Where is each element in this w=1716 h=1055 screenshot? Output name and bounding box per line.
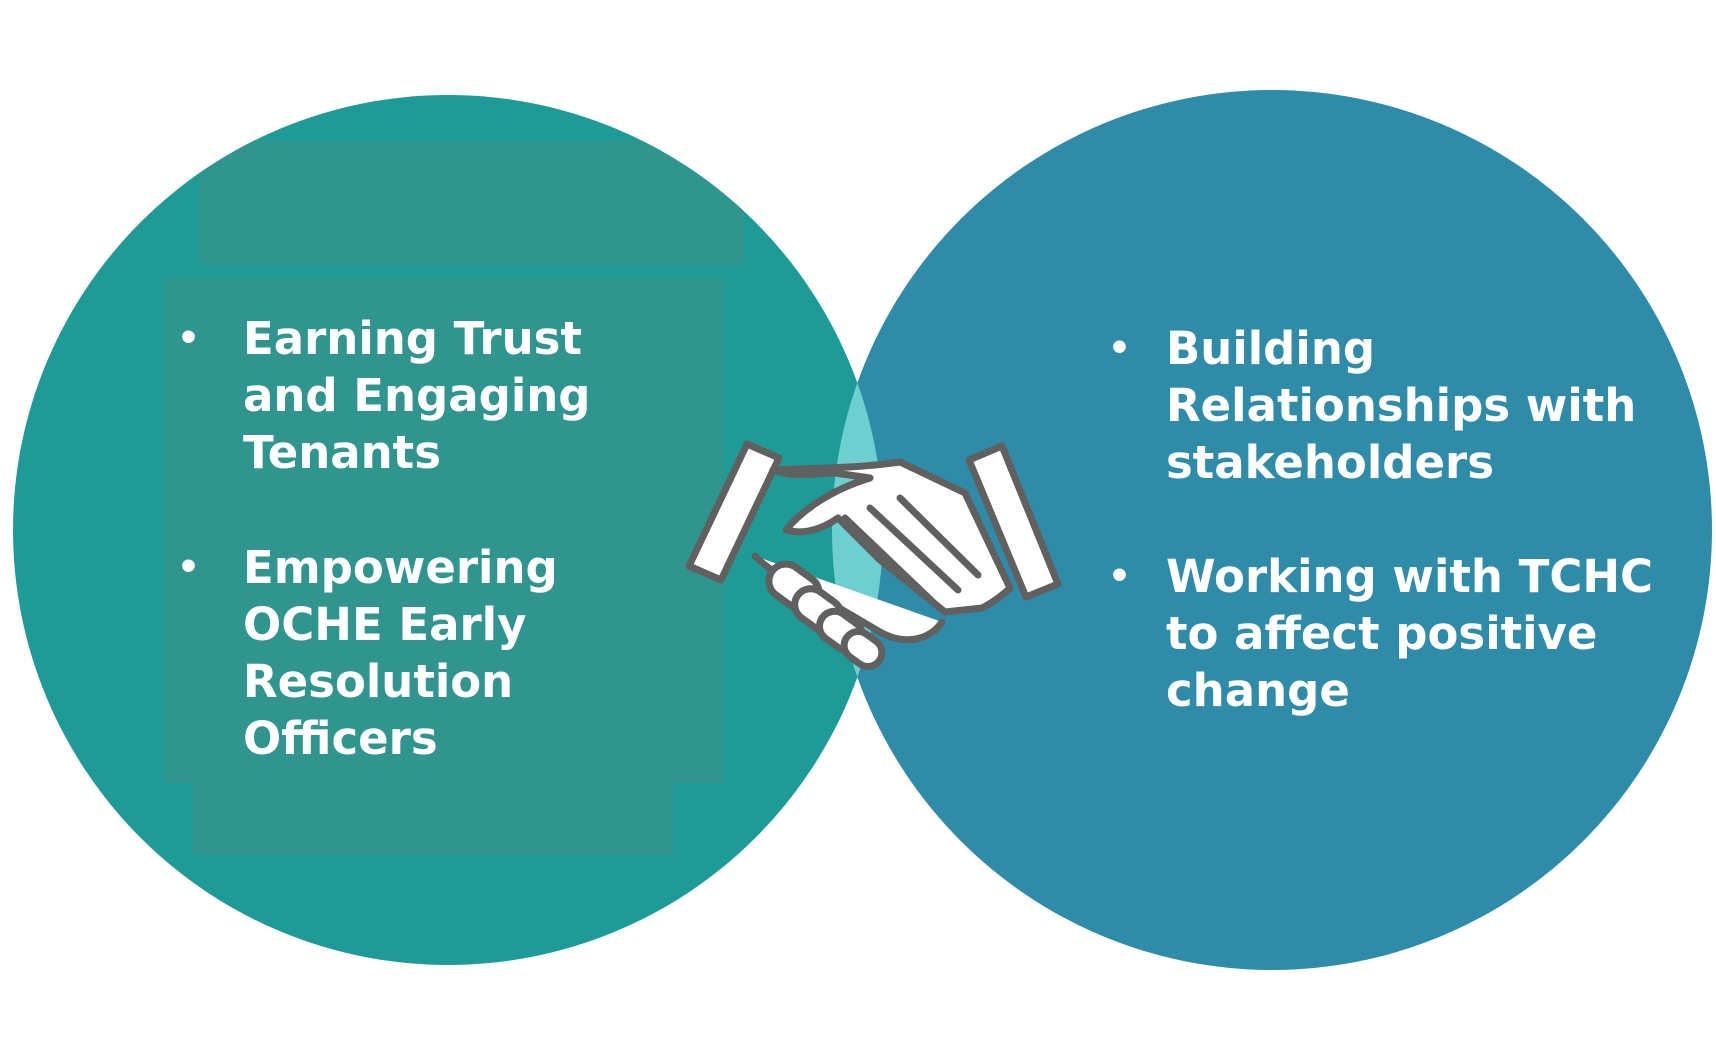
left-item-earning-trust: Earning Trust and Engaging Tenants (243, 312, 591, 479)
left-bullet-list: • Earning Trust and Engaging Tenants • E… (177, 310, 683, 767)
list-item: • Working with TCHC to affect positive c… (1108, 548, 1686, 719)
right-item-building-relationships: Building Relationships with stakeholders (1166, 322, 1637, 489)
right-circle (832, 90, 1712, 970)
left-text-panel (164, 141, 744, 855)
bullet: • (1108, 328, 1132, 369)
list-item: • Building Relationships with stakeholde… (1108, 320, 1686, 491)
list-item: • Empowering OCHE Early Resolution Offic… (177, 539, 683, 767)
left-item-empowering-oche: Empowering OCHE Early Resolution Officer… (243, 541, 558, 765)
bullet: • (1108, 556, 1132, 597)
list-item: • Earning Trust and Engaging Tenants (177, 310, 683, 481)
right-bullet-list: • Building Relationships with stakeholde… (1108, 320, 1686, 719)
bullet: • (177, 547, 201, 588)
bullet: • (177, 318, 201, 359)
right-item-working-with-tchc: Working with TCHC to affect positive cha… (1166, 550, 1654, 717)
handshake-icon (685, 440, 1062, 671)
